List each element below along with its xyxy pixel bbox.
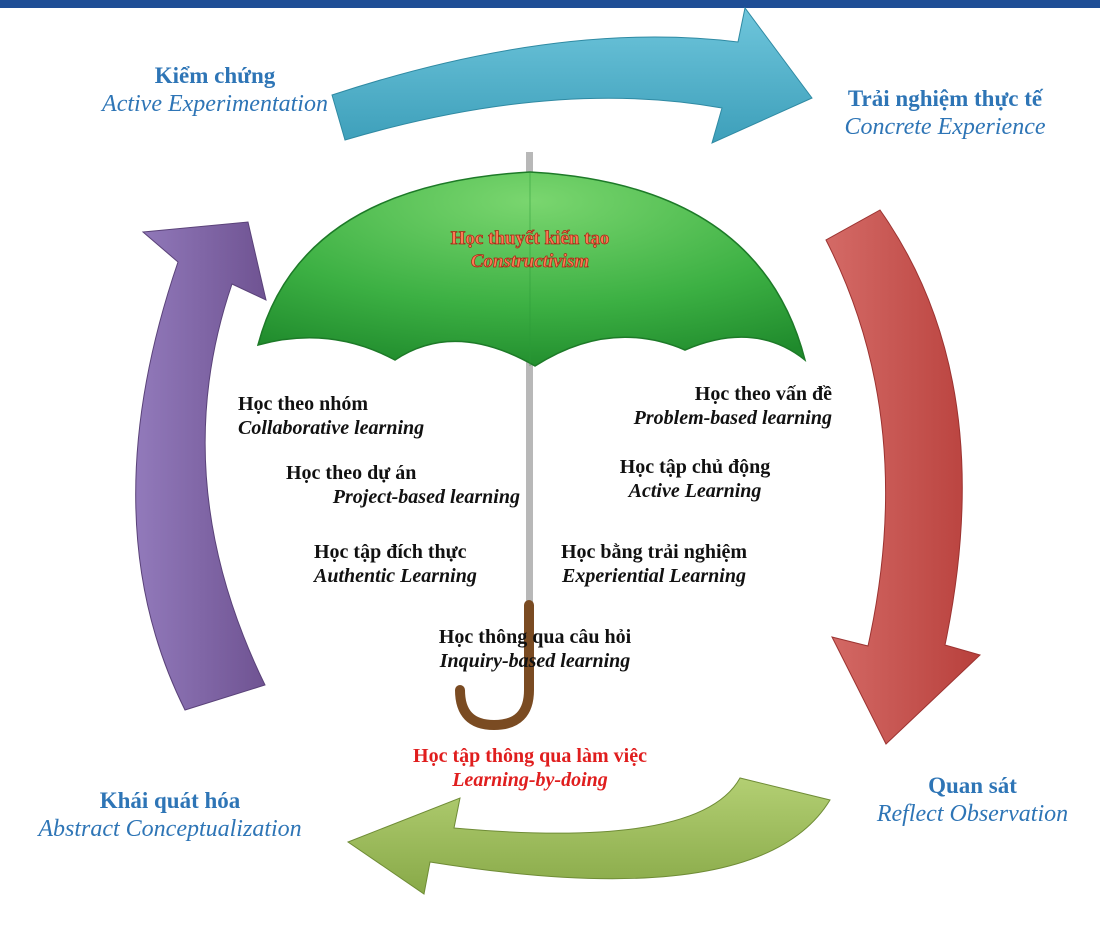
bottom-cycle-arrow-icon [346,777,831,895]
stage-reflect-observation: Quan sát Reflect Observation [850,772,1095,828]
stage-concrete-experience: Trải nghiệm thực tế Concrete Experience [805,85,1085,141]
right-cycle-arrow-icon [825,209,981,745]
method-en-label: Collaborative learning [238,417,425,439]
method-problem-based: Học theo vấn đề Problem-based learning [572,382,832,430]
method-vi-label: Học theo dự án [286,462,417,484]
method-inquiry-based: Học thông qua câu hỏi Inquiry-based lear… [405,625,665,673]
method-active: Học tập chủ động Active Learning [595,455,795,503]
method-en-label: Active Learning [628,480,762,502]
method-authentic: Học tập đích thực Authentic Learning [314,540,477,588]
umbrella-title: Học thuyết kiến tạo Constructivism [410,228,650,274]
umbrella-shaft [526,152,533,612]
umbrella-title-vi: Học thuyết kiến tạo [450,228,610,250]
left-cycle-arrow-icon [135,221,267,711]
method-en-label: Authentic Learning [314,565,477,587]
stage-abstract-conceptualization: Khái quát hóa Abstract Conceptualization [0,787,340,843]
method-experiential: Học bằng trải nghiệm Experiential Learni… [538,540,770,588]
stage-vi-label: Khái quát hóa [99,788,241,813]
stage-en-label: Concrete Experience [844,113,1046,140]
method-vi-label: Học tập chủ động [619,456,771,478]
umbrella-handle-icon [455,600,534,731]
method-vi-label: Học theo nhóm [238,393,368,415]
stage-vi-label: Kiểm chứng [154,63,276,88]
method-en-label: Problem-based learning [633,407,832,429]
method-en-label: Experiential Learning [562,565,746,587]
top-cycle-arrow-icon [331,6,813,144]
stage-vi-label: Quan sát [928,773,1017,798]
method-vi-label: Học theo vấn đề [694,383,832,405]
stage-en-label: Reflect Observation [876,800,1069,827]
method-vi-label: Học thông qua câu hỏi [438,626,632,648]
stage-en-label: Active Experimentation [102,90,328,117]
method-project-based: Học theo dự án Project-based learning [268,461,520,509]
stage-active-experimentation: Kiểm chứng Active Experimentation [70,62,360,118]
umbrella-title-en: Constructivism [470,250,590,272]
method-vi-label: Học bằng trải nghiệm [560,541,748,563]
method-vi-label: Học tập đích thực [314,541,467,563]
core-en-label: Learning-by-doing [452,769,608,791]
method-en-label: Project-based learning [332,486,520,508]
core-vi-label: Học tập thông qua làm việc [413,745,647,767]
core-learning-by-doing: Học tập thông qua làm việc Learning-by-d… [380,744,680,792]
method-collaborative: Học theo nhóm Collaborative learning [238,392,424,440]
stage-en-label: Abstract Conceptualization [38,815,302,842]
umbrella-canopy-icon [256,171,807,367]
method-en-label: Inquiry-based learning [439,650,631,672]
stage-vi-label: Trải nghiệm thực tế [847,86,1043,111]
top-banner-bar [0,0,1100,8]
